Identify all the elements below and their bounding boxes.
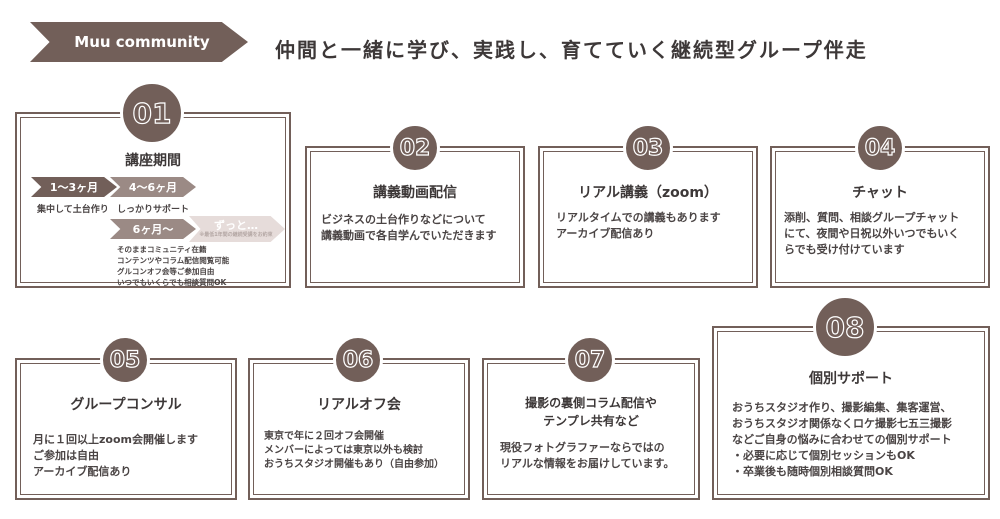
page-title: 仲間と一緒に学び、実践し、育てていく継続型グループ伴走	[275, 38, 868, 62]
card-title: グループコンサル	[70, 397, 182, 413]
badge-02: 02	[390, 123, 440, 173]
phase-desc-3: そのままコミュニティ在籍 コンテンツやコラム配信閲覧可能 グルコンオフ会等ご参加…	[117, 245, 230, 287]
brand-banner: Muu community	[30, 22, 248, 62]
card-title: 撮影の裏側コラム配信や テンプレ共有など	[525, 396, 657, 428]
badge-07: 07	[565, 335, 615, 385]
card-title: 講義動画配信	[373, 185, 457, 201]
phase-arrow-4: ずっと… ※最低1年間の継続受講をお約束	[189, 216, 285, 242]
badge-05: 05	[100, 335, 150, 385]
phase-arrow-1: 1〜3ヶ月	[31, 177, 117, 197]
card-title: リアル講義（zoom）	[578, 185, 718, 201]
card-title: リアルオフ会	[317, 397, 401, 413]
phase-note: ※最低1年間の継続受講をお約束	[199, 232, 273, 238]
card-body: 添削、質問、相談グループチャット にて、夜間や日祝以外いつでもいく らでも受け付…	[784, 211, 960, 256]
phase-desc-1: 集中して土台作り	[37, 205, 109, 215]
phase-arrow-3: 6ヶ月〜	[110, 219, 196, 239]
card-body: 東京で年に２回オフ会開催 メンバーによっては東京以外も検討 おうちスタジオ開催も…	[264, 431, 444, 470]
card-body: おうちスタジオ作り、撮影編集、集客運営、 おうちスタジオ関係なくロケ撮影七五三撮…	[732, 401, 952, 478]
card-body: リアルタイムでの講義もあります アーカイブ配信あり	[556, 211, 721, 240]
card-body: 月に１回以上zoom会開催します ご参加は自由 アーカイブ配信あり	[33, 433, 198, 478]
phase-arrow-4-label: ずっと…	[214, 219, 258, 232]
phase-arrow-2: 4〜6ヶ月	[110, 177, 196, 197]
badge-01: 01	[120, 81, 184, 145]
badge-03: 03	[623, 123, 673, 173]
card-body: ビジネスの土台作りなどについて 講義動画で各自学んでいただきます	[321, 213, 497, 242]
phase-desc-2: しっかりサポート	[117, 205, 190, 215]
badge-06: 06	[333, 335, 383, 385]
card-title: 個別サポート	[809, 371, 893, 387]
card-body: 現役フォトグラファーならではの リアルな情報をお届けしています。	[500, 441, 675, 470]
badge-08: 08	[813, 295, 877, 359]
card-title: 講座期間	[125, 153, 181, 169]
card-group-consult: グループコンサル 月に１回以上zoom会開催します ご参加は自由 アーカイブ配信…	[15, 358, 237, 500]
badge-04: 04	[855, 123, 905, 173]
card-title: チャット	[852, 185, 908, 201]
